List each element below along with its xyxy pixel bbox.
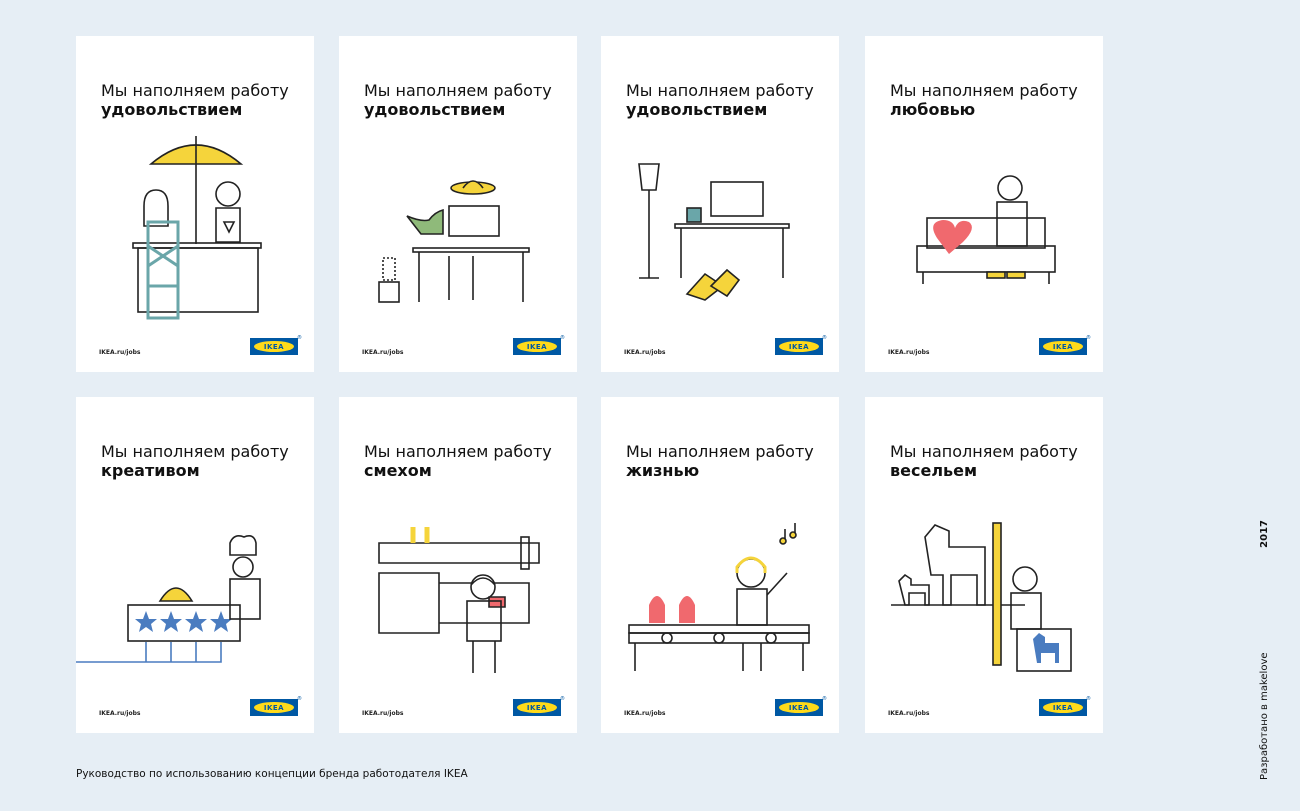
- poster-1: Мы наполняем работу удовольствием IKEA.r…: [76, 36, 314, 372]
- ikea-logo: IKEA®: [1039, 335, 1091, 355]
- poster-headline: Мы наполняем работу: [101, 442, 289, 461]
- poster-website: IKEA.ru/jobs: [99, 349, 141, 356]
- ikea-logo: IKEA®: [1039, 696, 1091, 716]
- poster-headline-accent: смехом: [364, 461, 432, 480]
- ikea-logo: IKEA®: [513, 696, 565, 716]
- ikea-logo: IKEA®: [250, 335, 302, 355]
- poster-headline: Мы наполняем работу: [890, 442, 1078, 461]
- poster-4: Мы наполняем работу любовью IKEA.ru/jobs…: [865, 36, 1103, 372]
- chef-stars-illustration: [76, 535, 261, 663]
- poster-website: IKEA.ru/jobs: [888, 710, 930, 717]
- dala-horse-illustration: [891, 522, 1072, 672]
- ikea-logo: IKEA®: [775, 696, 827, 716]
- poster-2: Мы наполняем работу удовольствием IKEA.r…: [339, 36, 577, 372]
- year-label: 2017: [1259, 520, 1270, 548]
- poster-website: IKEA.ru/jobs: [99, 710, 141, 717]
- poster-website: IKEA.ru/jobs: [888, 349, 930, 356]
- poster-7: Мы наполняем работу жизнью IKEA.ru/jobs …: [601, 397, 839, 733]
- sofa-heart-illustration: [916, 175, 1056, 284]
- poster-website: IKEA.ru/jobs: [362, 710, 404, 717]
- bartender-illustration: [132, 136, 262, 320]
- ikea-logo: IKEA®: [775, 335, 827, 355]
- poster-headline: Мы наполняем работу: [101, 81, 289, 100]
- poster-headline-accent: креативом: [101, 461, 200, 480]
- poster-headline: Мы наполняем работу: [626, 442, 814, 461]
- desk-worker-illustration: [378, 180, 530, 303]
- poster-website: IKEA.ru/jobs: [362, 349, 404, 356]
- poster-headline: Мы наполняем работу: [626, 81, 814, 100]
- poster-5: Мы наполняем работу креативом IKEA.ru/jo…: [76, 397, 314, 733]
- credit-label: Разработано в makelove: [1259, 652, 1270, 780]
- poster-3: Мы наполняем работу удовольствием IKEA.r…: [601, 36, 839, 372]
- poster-website: IKEA.ru/jobs: [624, 349, 666, 356]
- poster-headline: Мы наполняем работу: [364, 442, 552, 461]
- poster-website: IKEA.ru/jobs: [624, 710, 666, 717]
- conveyor-worker-illustration: [628, 523, 810, 671]
- diver-desk-illustration: [638, 163, 790, 301]
- poster-headline-accent: жизнью: [626, 461, 700, 480]
- poster-headline-accent: удовольствием: [626, 100, 768, 119]
- poster-headline: Мы наполняем работу: [364, 81, 552, 100]
- poster-headline-accent: весельем: [890, 461, 978, 480]
- pipes-worker-illustration: [378, 527, 540, 673]
- guide-caption: Руководство по использованию концепции б…: [76, 768, 468, 780]
- poster-headline: Мы наполняем работу: [890, 81, 1078, 100]
- poster-headline-accent: удовольствием: [101, 100, 243, 119]
- poster-8: Мы наполняем работу весельем IKEA.ru/job…: [865, 397, 1103, 733]
- poster-headline-accent: удовольствием: [364, 100, 506, 119]
- poster-6: Мы наполняем работу смехом IKEA.ru/jobs …: [339, 397, 577, 733]
- ikea-logo: IKEA®: [513, 335, 565, 355]
- ikea-logo: IKEA®: [250, 696, 302, 716]
- poster-headline-accent: любовью: [890, 100, 976, 119]
